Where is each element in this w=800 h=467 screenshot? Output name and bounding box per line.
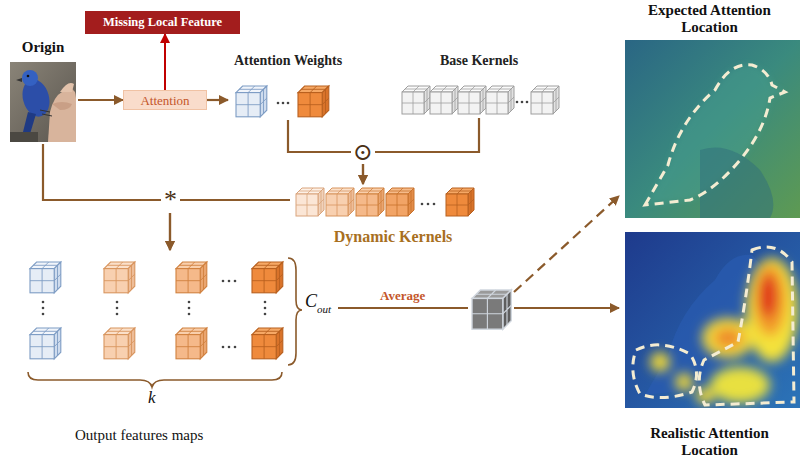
- bird-feet: [40, 110, 52, 116]
- horizontal-ellipsis: [222, 280, 237, 349]
- ellipsis-dot: [287, 102, 290, 105]
- kernel-cube: [326, 188, 354, 216]
- feature-cube: [104, 262, 135, 293]
- node-text: Missing Local Feature: [103, 15, 222, 30]
- feature-cube: [104, 328, 135, 359]
- bird-eye: [27, 75, 30, 78]
- node-text: Base Kernels: [440, 52, 518, 69]
- ellipsis-dot: [433, 203, 436, 206]
- attention-weight-cubes: [236, 86, 329, 117]
- kernel-brace: [28, 372, 282, 387]
- node-text: Output features maps: [75, 426, 203, 448]
- warning-box: Missing Local Feature: [85, 11, 240, 34]
- connector-arrow: [170, 200, 290, 250]
- vertical-ellipsis: [42, 301, 267, 316]
- realistic-heatmap: [625, 232, 800, 408]
- weight-cube: [236, 86, 267, 117]
- node-text: Dynamic Kernels: [334, 227, 453, 248]
- connector-arrow: [207, 99, 228, 101]
- connector-arrow: [164, 34, 166, 90]
- node-text: Attention Weights: [234, 52, 342, 69]
- bird-beak: [16, 78, 22, 82]
- heatmap-panel: Expected Attention Location: [619, 2, 800, 218]
- kernel-cube: [402, 86, 430, 114]
- kernel-cube: [446, 188, 474, 216]
- kernel-group: Attention Weights: [228, 52, 348, 120]
- kernel-cube: [356, 188, 384, 216]
- feature-cube: [252, 328, 283, 359]
- channel-bracket: [288, 258, 302, 365]
- kernel-cube: [531, 86, 559, 114]
- heat-blobs: [650, 258, 798, 404]
- ellipsis-dot: [282, 102, 285, 105]
- feature-cube: [252, 262, 283, 293]
- photo-ground: [10, 62, 76, 142]
- feature-map-grid: [28, 258, 302, 387]
- ellipsis-dot: [427, 203, 430, 206]
- dynamic-kernel-cubes: [296, 188, 474, 216]
- node-text: Origin: [22, 38, 65, 56]
- dimension-label: k: [148, 389, 156, 406]
- operator-symbol: ⊙: [351, 140, 375, 164]
- ellipsis-dot: [277, 102, 280, 105]
- hand-shadow: [700, 148, 773, 219]
- connector-arrow: [43, 144, 170, 250]
- kernel-cube: [430, 86, 458, 114]
- kernel-cube: [386, 188, 414, 216]
- kernel-cube: [486, 86, 514, 114]
- bird-photo: [10, 62, 76, 142]
- kernel-group: Dynamic Kernels: [290, 184, 496, 248]
- kernel-group: Base Kernels: [398, 52, 560, 118]
- base-kernel-cubes: [402, 86, 559, 114]
- bird-head: [22, 70, 38, 86]
- ellipsis-dot: [521, 101, 524, 104]
- image-panel: Origin: [8, 38, 78, 144]
- dimension-label: C: [305, 292, 317, 310]
- edge-label: Average: [378, 288, 427, 303]
- kernel-cube: [296, 188, 324, 216]
- heatmap-ground: [625, 40, 800, 218]
- ellipsis-dot: [526, 101, 529, 104]
- dashed-outline: [633, 345, 697, 398]
- node-text: Expected Attention Location: [619, 2, 800, 39]
- expected-heatmap: [625, 40, 800, 218]
- feature-cube: [30, 262, 61, 293]
- heatmap-ground: [625, 232, 800, 408]
- thumb: [60, 83, 74, 92]
- sleeve: [10, 132, 38, 142]
- averaged-cube: [472, 290, 511, 329]
- finger: [52, 102, 72, 110]
- node-text: Realistic Attention Location: [619, 425, 800, 462]
- connector-arrow: [363, 118, 479, 184]
- dashed-outline: [645, 65, 785, 205]
- operator-symbol: *: [161, 187, 180, 213]
- dimension-subscript: out: [317, 304, 331, 315]
- weight-cube: [298, 86, 329, 117]
- process-box: Attention: [123, 90, 207, 110]
- kernel-cube: [458, 86, 486, 114]
- feature-cube: [176, 328, 207, 359]
- ellipsis-dot: [421, 203, 424, 206]
- ellipsis-dot: [516, 101, 519, 104]
- feature-cube: [176, 262, 207, 293]
- feature-cube: [30, 328, 61, 359]
- feature-map-group: Output features maps: [18, 250, 338, 448]
- hand: [48, 88, 76, 142]
- connector-arrow: [78, 99, 123, 101]
- node-text: Attention: [140, 93, 189, 108]
- dashed-outline: [699, 247, 794, 405]
- heatmap-panel: Realistic Attention Location: [619, 230, 800, 462]
